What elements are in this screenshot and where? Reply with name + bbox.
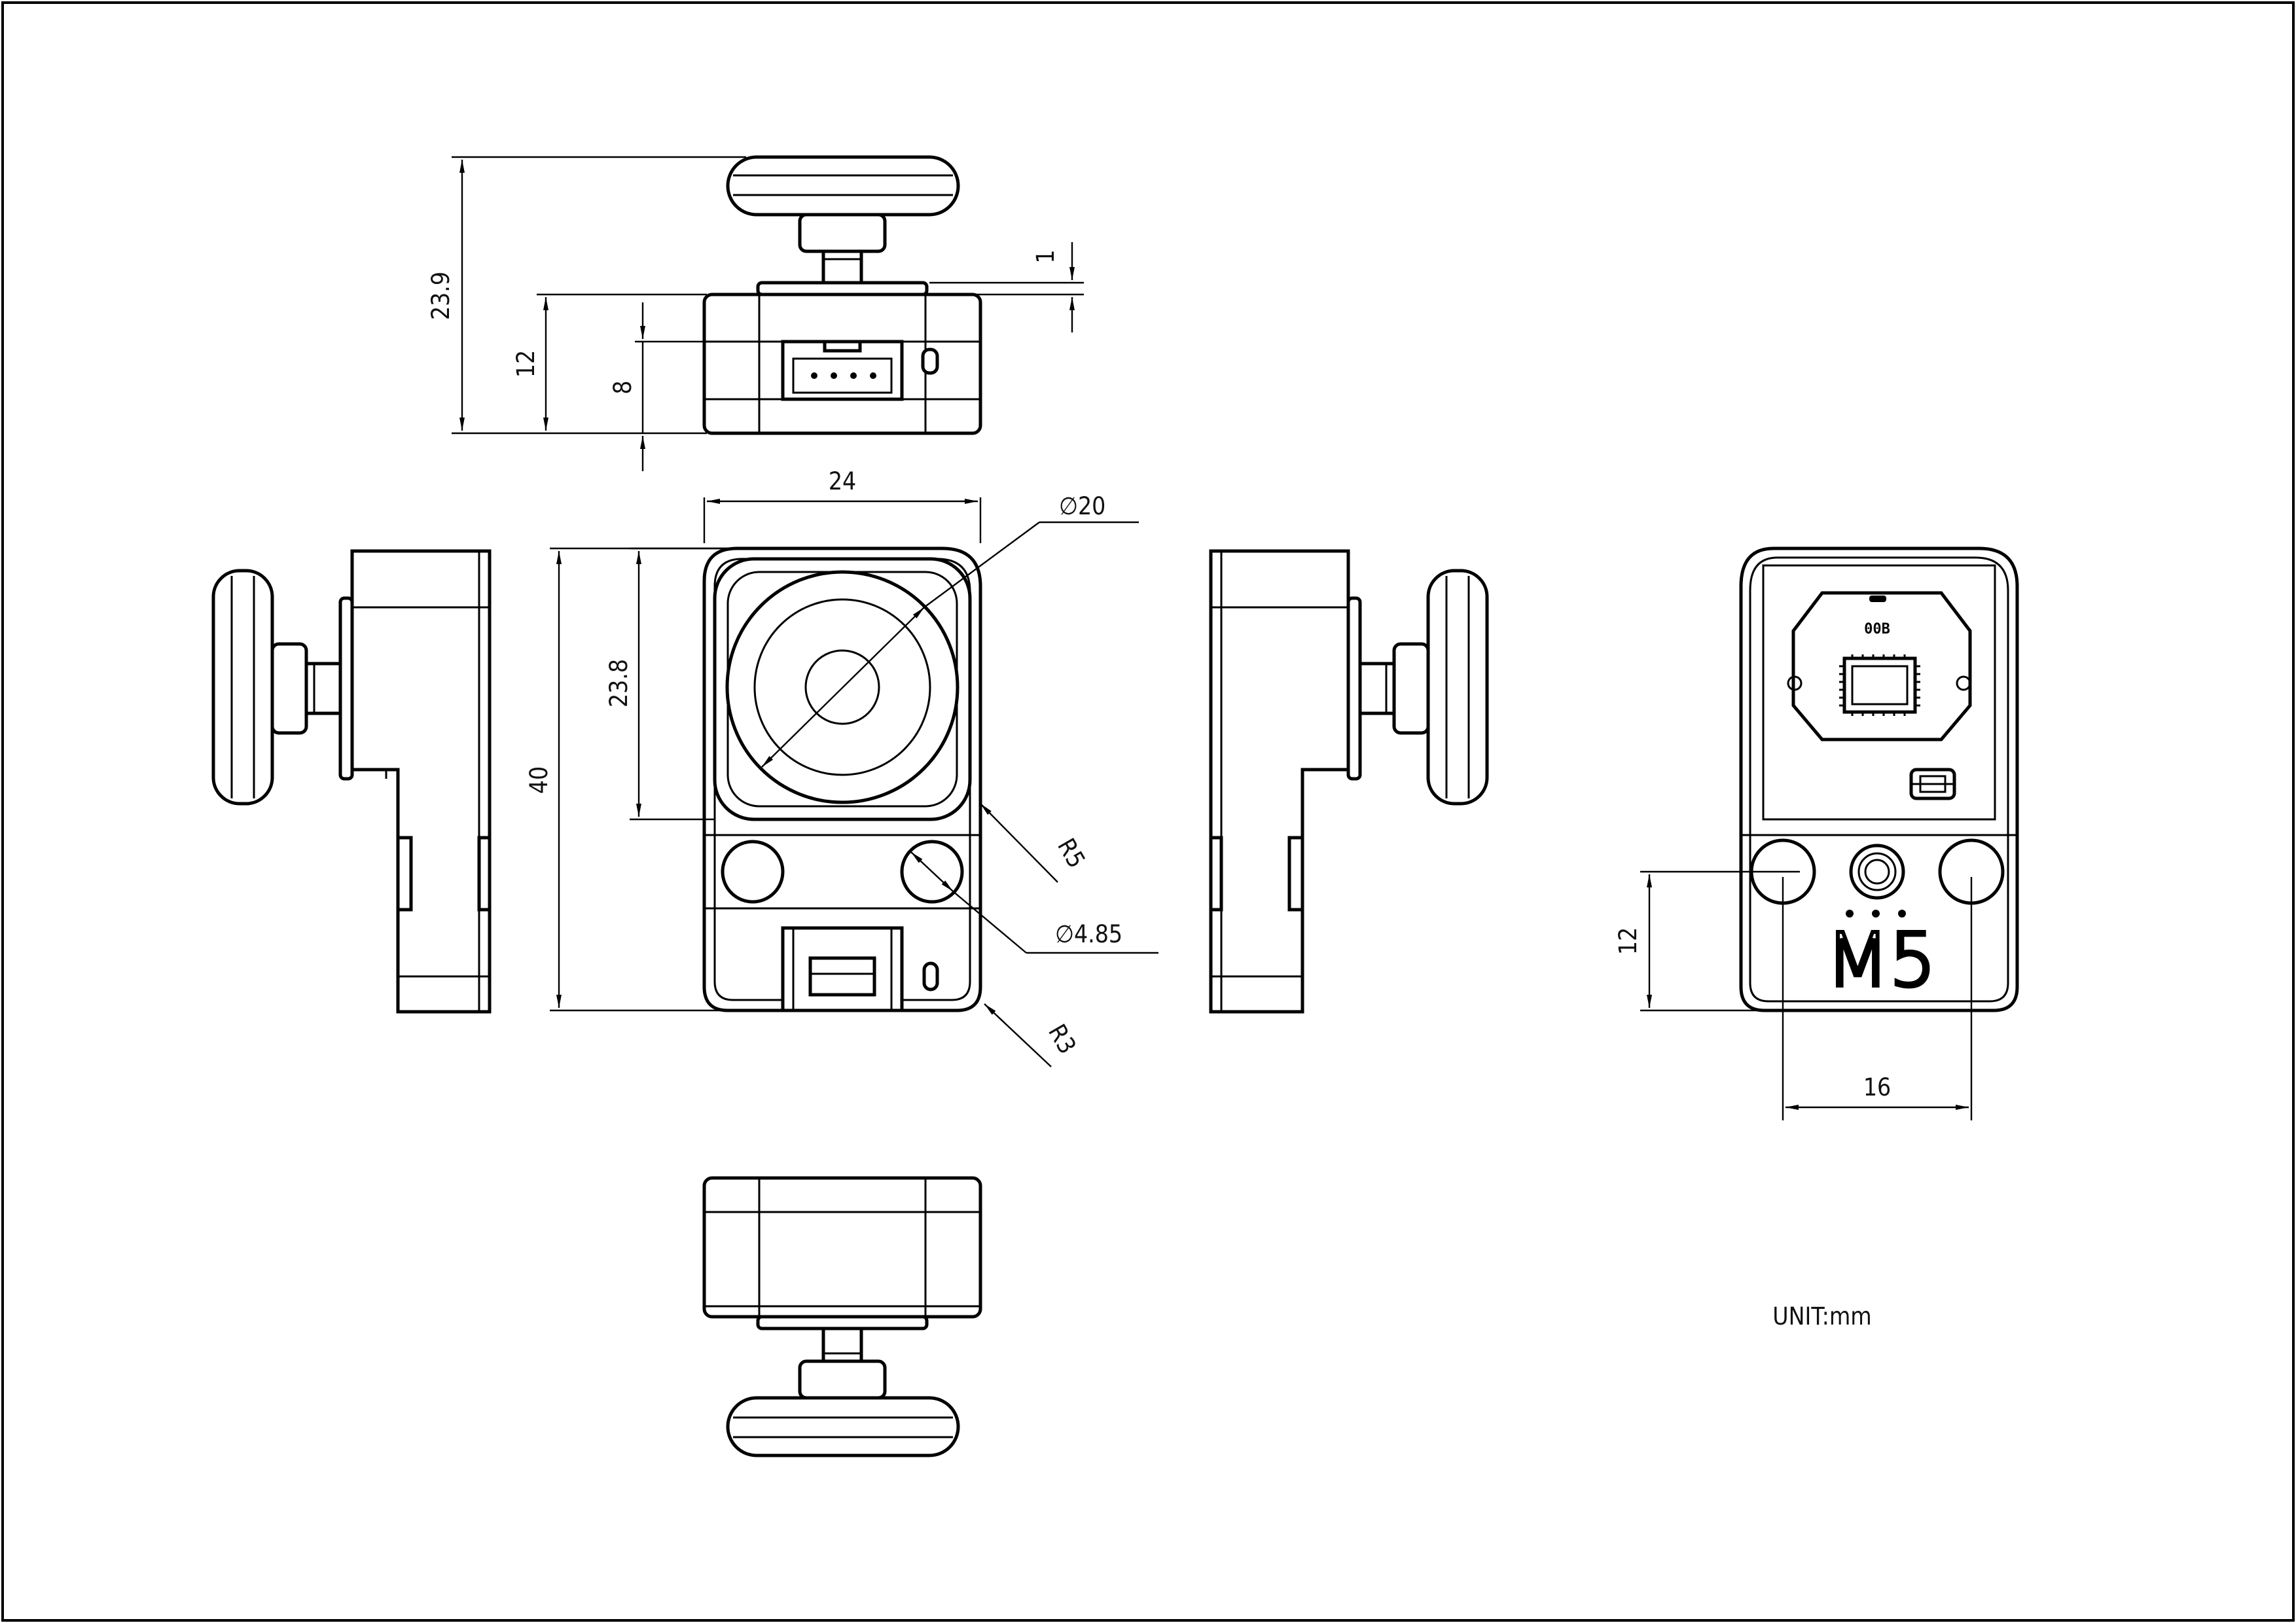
dim-top-body-height: 12 bbox=[512, 350, 540, 378]
front-view bbox=[702, 546, 982, 1012]
dim-top-connector-height: 8 bbox=[609, 380, 637, 394]
top-view bbox=[702, 155, 982, 435]
dim-back-hole-offset: 12 bbox=[1614, 927, 1642, 955]
dim-front-width: 24 bbox=[829, 467, 856, 495]
dim-front-hole-diameter: ∅4.85 bbox=[1055, 920, 1122, 948]
right-side-view bbox=[1209, 549, 1489, 1014]
dim-front-corner-radius-bottom: R3 bbox=[1043, 1020, 1081, 1059]
dim-front-height: 40 bbox=[525, 766, 553, 794]
left-side-view bbox=[211, 549, 492, 1014]
top-view-dimensions: 23.9 12 8 1 bbox=[427, 156, 1084, 471]
chip-marking: 00B bbox=[1864, 621, 1890, 637]
dim-front-corner-radius-top: R5 bbox=[1052, 834, 1090, 873]
m5-logo: M5 bbox=[1826, 918, 1936, 1003]
back-view-dimensions: 12 16 bbox=[1614, 870, 1973, 1120]
dim-back-hole-spacing: 16 bbox=[1863, 1073, 1891, 1101]
dim-front-knob-height: 23.8 bbox=[605, 659, 633, 707]
front-view-dimensions: 24 ∅20 23.8 40 R5 ∅4.85 R3 bbox=[525, 467, 1158, 1067]
dim-top-gap: 1 bbox=[1031, 249, 1060, 263]
bottom-view bbox=[702, 1176, 982, 1457]
dim-top-height-total: 23.9 bbox=[427, 272, 455, 320]
back-view: 00B M5 bbox=[1739, 546, 2019, 1012]
unit-label: UNIT:mm bbox=[1772, 1302, 1871, 1330]
dim-front-knob-diameter: ∅20 bbox=[1059, 492, 1105, 520]
